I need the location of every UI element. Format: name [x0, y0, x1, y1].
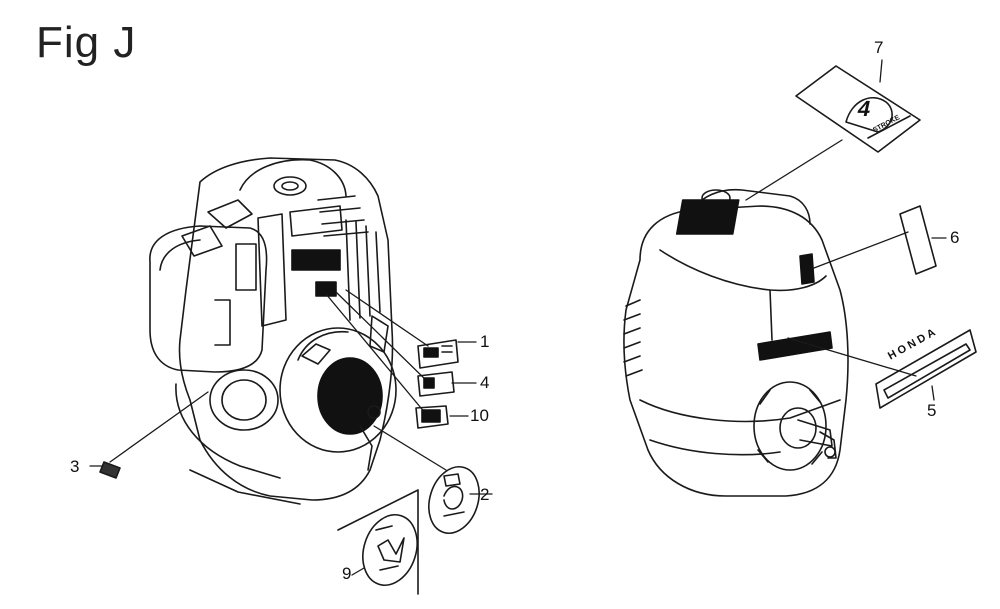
decal-10	[415, 405, 449, 429]
callout-2: 2	[480, 485, 490, 504]
decal-1	[417, 339, 459, 369]
callout-5: 5	[927, 401, 937, 420]
callout-3: 3	[70, 457, 80, 476]
decal-7	[795, 65, 921, 153]
decal-9	[337, 489, 419, 595]
callout-1: 1	[480, 332, 490, 351]
decal-5	[875, 329, 977, 409]
figure-title: Fig J	[36, 18, 137, 67]
leader-lines-right	[745, 59, 947, 401]
leader-lines-left	[89, 289, 493, 576]
callout-10: 10	[470, 406, 489, 425]
callout-9: 9	[342, 564, 352, 583]
decal-3	[99, 461, 121, 479]
decal-4	[417, 371, 455, 397]
decal-2	[428, 466, 480, 534]
callout-7: 7	[874, 38, 884, 57]
callout-4: 4	[480, 373, 490, 392]
decal-6	[899, 205, 937, 275]
engine-right	[623, 188, 849, 497]
callout-6: 6	[950, 228, 960, 247]
engine-left	[149, 157, 397, 505]
